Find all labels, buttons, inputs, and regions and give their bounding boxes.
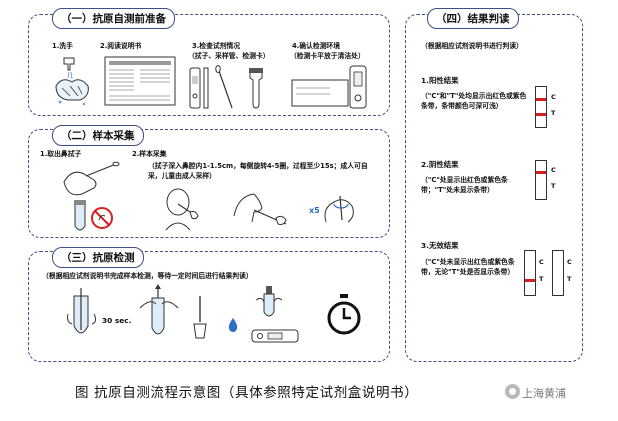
invalid-strip-1 bbox=[524, 250, 536, 296]
invalid1-c-label: C bbox=[539, 258, 544, 266]
hand-wash-icon bbox=[55, 57, 89, 106]
invalid1-t-label: T bbox=[539, 275, 544, 283]
positive-strip bbox=[535, 86, 547, 128]
prep-step-check-sub: （拭子、采样管、检测卡） bbox=[188, 52, 270, 60]
negative-strip bbox=[535, 160, 547, 200]
invalid-t-band bbox=[525, 279, 535, 282]
invalid-desc: （"C"处未显示出红色或紫色条带，无论"T"处是否显示条带） bbox=[421, 258, 515, 276]
watermark-logo-icon bbox=[505, 384, 520, 399]
timer-icon bbox=[327, 294, 361, 335]
negative-t-label: T bbox=[551, 182, 556, 190]
prep-title: （一）抗原自测前准备 bbox=[52, 8, 175, 29]
sampling-step2: 2.样本采集 bbox=[132, 150, 167, 158]
no-touch-warning-icon bbox=[91, 207, 113, 229]
positive-c-band bbox=[536, 98, 546, 101]
instruction-sheet-icon bbox=[104, 56, 176, 106]
prep-step-env-sub: （检测卡平放于清洁处） bbox=[290, 52, 365, 60]
drop-icon bbox=[228, 318, 238, 332]
invalid-heading: 3.无效结果 bbox=[421, 241, 459, 250]
rotation-count: x5 bbox=[309, 206, 320, 215]
positive-heading: 1.阳性结果 bbox=[421, 76, 459, 85]
positive-t-band bbox=[536, 113, 546, 116]
nasal-swab-face-icon bbox=[165, 188, 199, 231]
testing-note: （根据相应试剂说明书完成样本检测，等待一定时间后进行结果判读） bbox=[42, 272, 253, 280]
prep-panel bbox=[28, 14, 390, 116]
prep-step-env: 4.确认检测环境 bbox=[292, 42, 341, 50]
negative-desc: （"C"处显示出红色或紫色条带；"T"处未显示条带） bbox=[421, 176, 508, 194]
prep-step-read: 2.阅读说明书 bbox=[100, 42, 142, 50]
mix-duration: 30 sec. bbox=[102, 316, 132, 325]
invalid2-c-label: C bbox=[567, 258, 572, 266]
swab-nostril-icon bbox=[233, 193, 287, 225]
positive-c-label: C bbox=[551, 93, 556, 101]
sampling-note: （拭子深入鼻腔内1-1.5cm，每侧旋转4-5圈，过程至少15s；成人可自采，儿… bbox=[148, 162, 368, 180]
watermark-text: 上海黄浦 bbox=[522, 387, 566, 400]
sampling-panel bbox=[28, 129, 390, 238]
negative-c-band bbox=[536, 171, 546, 174]
testing-title: （三）抗原检测 bbox=[52, 247, 144, 268]
figure-caption: 图 抗原自测流程示意图（具体参照特定试剂盒说明书） bbox=[75, 385, 419, 401]
results-note: （根据相应试剂说明书进行判读） bbox=[421, 42, 523, 50]
swab-tube-icon bbox=[74, 200, 86, 231]
negative-c-label: C bbox=[551, 166, 556, 174]
sampling-step1: 1.取出鼻拭子 bbox=[40, 150, 82, 158]
test-card-icon bbox=[291, 65, 367, 109]
invalid2-t-label: T bbox=[567, 275, 572, 283]
results-title: （四）结果判读 bbox=[427, 8, 519, 29]
invalid-strip-2 bbox=[552, 250, 564, 296]
sampling-title: （二）样本采集 bbox=[52, 125, 144, 146]
apply-sample-icon bbox=[251, 286, 299, 343]
positive-t-label: T bbox=[551, 109, 556, 117]
prep-step-check: 3.检查试剂情况 bbox=[192, 42, 241, 50]
prep-step-wash: 1.洗手 bbox=[52, 42, 73, 50]
squeeze-tube-icon bbox=[139, 284, 179, 335]
negative-heading: 2.阴性结果 bbox=[421, 160, 459, 169]
sample-tube-icon bbox=[67, 288, 97, 334]
rotation-nostril-icon bbox=[324, 195, 354, 223]
testing-panel bbox=[28, 251, 390, 362]
swab-package-icon bbox=[63, 161, 120, 196]
positive-desc: （"C"和"T"处均显示出红色或紫色条带，条带颜色可深可浅） bbox=[421, 92, 527, 110]
test-kit-icon bbox=[189, 65, 263, 109]
dropper-cap-icon bbox=[193, 296, 207, 339]
